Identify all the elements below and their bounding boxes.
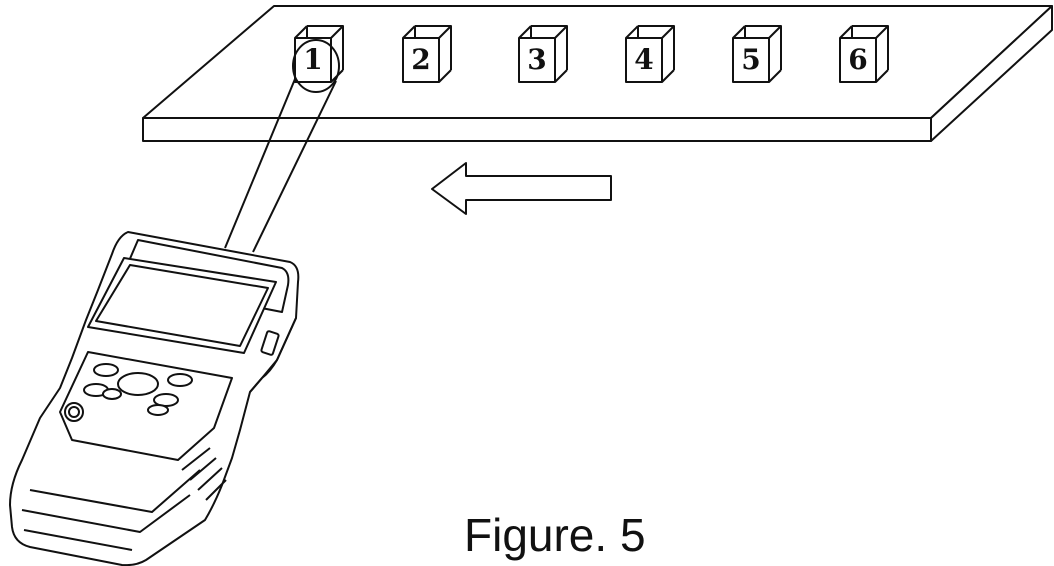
box-6: 6 [840,26,888,82]
box-number-label: 2 [411,43,430,76]
box-4: 4 [626,26,674,82]
box-number-label: 4 [634,43,653,76]
conveyor-board [143,6,1052,141]
box-number-label: 5 [741,43,760,76]
box-number-label: 6 [848,43,867,76]
box-row: 1 2 3 4 5 6 [295,26,888,82]
box-number-label: 3 [527,43,546,76]
figure-caption: Figure. 5 [464,509,646,561]
box-2: 2 [403,26,451,82]
box-3: 3 [519,26,567,82]
direction-arrow-left-icon [432,163,611,214]
measurement-beam [225,40,339,252]
handheld-meter-icon [10,232,298,565]
box-5: 5 [733,26,781,82]
box-number-label: 1 [303,43,322,76]
